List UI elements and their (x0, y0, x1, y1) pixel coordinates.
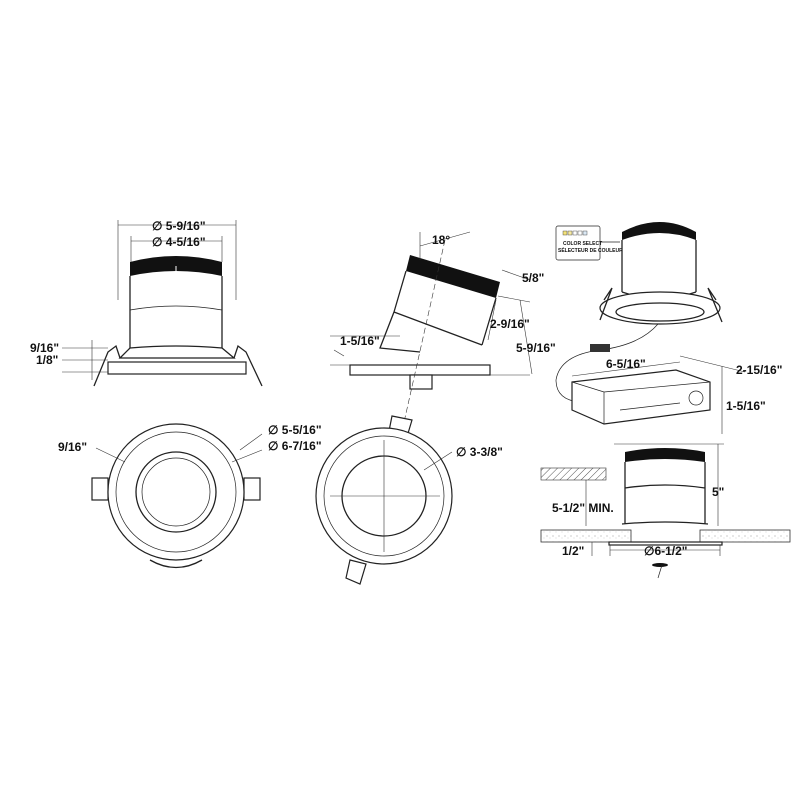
isometric-view: COLOR SELECT SÉLECTEUR DE COULEUR 6-5/16… (555, 222, 782, 434)
dim-inner-dia: ∅ 4-5/16" (152, 235, 206, 249)
dim-install-height: 5" (712, 485, 724, 499)
ceiling-right (699, 529, 791, 543)
dim-flange-height: 9/16" (30, 341, 59, 355)
dim-trim-dia: ∅ 6-7/16" (268, 439, 322, 453)
dim-clearance: 5-1/2" MIN. (552, 501, 614, 515)
dim-box-height: 1-5/16" (726, 399, 766, 413)
front-elevation-view: ∅ 5-9/16" ∅ 4-5/16" 9/16" 1/8" (30, 219, 263, 387)
dim-box-length: 6-5/16" (606, 357, 646, 371)
dim-outer-dia: ∅ 5-9/16" (152, 219, 206, 233)
dim-ceiling-thickness: 1/2" (562, 544, 584, 558)
dim-tilt-angle: 18° (432, 233, 450, 247)
dim-cutout-dia: ∅ 5-5/16" (268, 423, 322, 437)
dim-install-cutout: ∅6-1/2" (644, 544, 688, 558)
installation-view: 5-1/2" MIN. 5" 1/2" ∅6-1/2" (540, 443, 791, 579)
joist (540, 467, 607, 481)
color-select-label: COLOR SELECT (563, 241, 602, 247)
dim-height: 5-9/16" (516, 341, 556, 355)
heatsink-band-tilted (406, 255, 500, 298)
dim-flange-thickness: 1/8" (36, 353, 58, 367)
bottom-tilted-view: ∅ 3-3/8" (315, 415, 503, 585)
dim-tilted-depth: 2-9/16" (490, 317, 530, 331)
trim-flange (107, 361, 247, 375)
color-select-label-fr: SÉLECTEUR DE COULEUR (558, 246, 623, 254)
spring-clips (93, 344, 263, 387)
dim-below-ceiling: 1-5/16" (340, 334, 380, 348)
dim-band: 5/8" (522, 271, 544, 285)
tilted-elevation-view: 18° 5/8" 2-9/16" 5-9/16" 1-5/16" (330, 231, 556, 441)
ceiling-left (540, 529, 632, 543)
dim-bottom-flange: 9/16" (58, 440, 87, 454)
bottom-view: 9/16" ∅ 5-5/16" ∅ 6-7/16" (58, 423, 322, 569)
color-select-callout (555, 225, 601, 261)
dim-aperture-dia: ∅ 3-3/8" (456, 445, 503, 459)
dim-box-width: 2-15/16" (736, 363, 782, 377)
